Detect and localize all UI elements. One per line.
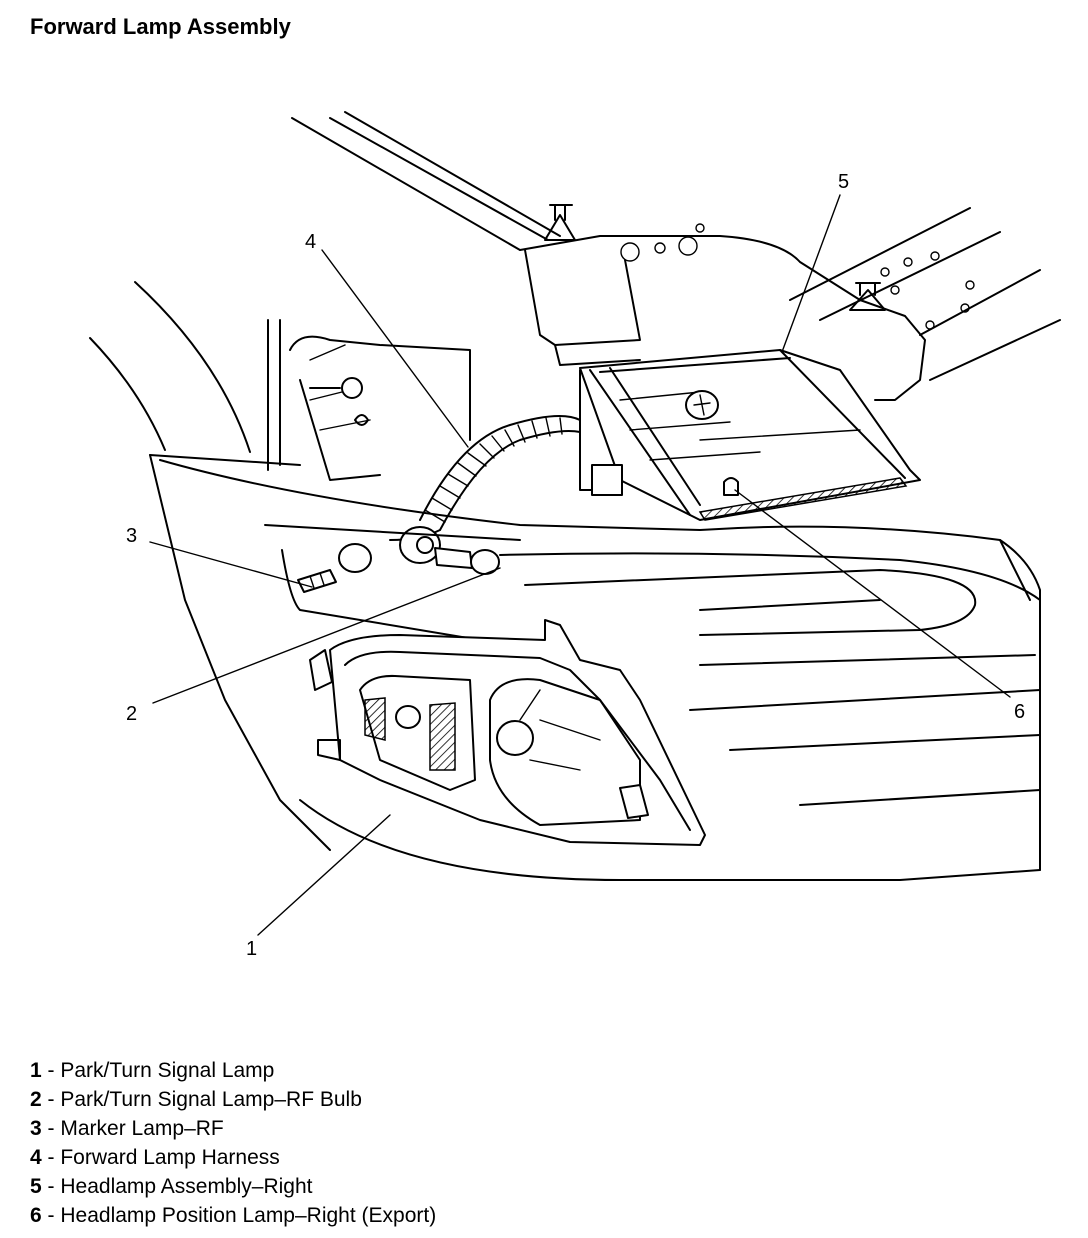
hood-fender-outline [89, 111, 561, 466]
front-fascia [149, 454, 1041, 881]
park-turn-bulb [434, 547, 500, 575]
legend-item-6: 6 - Headlamp Position Lamp–Right (Export… [30, 1204, 437, 1227]
leader-line-4 [321, 249, 469, 448]
callout-2: 2 [126, 703, 137, 725]
callout-6: 6 [1014, 701, 1025, 723]
callout-4: 4 [305, 231, 316, 253]
leader-line-3 [149, 541, 313, 588]
legend-item-2: 2 - Park/Turn Signal Lamp–RF Bulb [30, 1088, 362, 1111]
radiator-support [519, 204, 1061, 401]
leader-line-5 [781, 194, 841, 353]
callout-5: 5 [838, 171, 849, 193]
legend-item-5: 5 - Headlamp Assembly–Right [30, 1175, 313, 1198]
diagram-title: Forward Lamp Assembly [30, 14, 291, 39]
leader-line-1 [257, 814, 391, 936]
callout-3: 3 [126, 525, 137, 547]
leader-line-6 [734, 489, 1011, 698]
legend-item-1: 1 - Park/Turn Signal Lamp [30, 1059, 275, 1082]
callout-1: 1 [246, 938, 257, 960]
leader-line-2 [152, 567, 501, 704]
marker-lamp-bulb [297, 569, 337, 593]
legend-item-3: 3 - Marker Lamp–RF [30, 1117, 224, 1140]
headlamp-assembly-right [579, 349, 921, 521]
parts-legend: 1 - Park/Turn Signal Lamp 2 - Park/Turn … [30, 1056, 436, 1230]
background-headlamp [267, 319, 471, 481]
legend-item-4: 4 - Forward Lamp Harness [30, 1146, 280, 1169]
park-turn-signal-lamp [309, 619, 706, 846]
callout-labels: 1 2 3 4 5 6 [126, 171, 1025, 960]
forward-lamp-diagram: 1 2 3 4 5 6 [89, 111, 1061, 960]
leader-lines [149, 194, 1011, 936]
forward-lamp-harness [338, 415, 581, 573]
